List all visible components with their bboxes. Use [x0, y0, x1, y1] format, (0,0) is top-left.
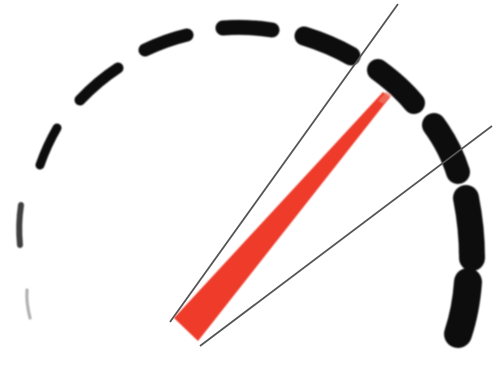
dial-dash [466, 198, 472, 258]
dial-arc [19, 27, 472, 334]
guide-line-lower [200, 126, 492, 346]
dial-dash [223, 27, 272, 30]
dial-dash [40, 128, 57, 165]
dial-dash [304, 36, 351, 56]
dial-dash [145, 35, 187, 50]
guide-line-upper [170, 4, 398, 322]
dial-dash [80, 68, 118, 100]
dial-dash [27, 290, 30, 318]
gauge-needle [174, 92, 390, 341]
dial-dash [434, 125, 458, 172]
dial-dash [19, 205, 21, 245]
dial-dash [458, 282, 468, 334]
